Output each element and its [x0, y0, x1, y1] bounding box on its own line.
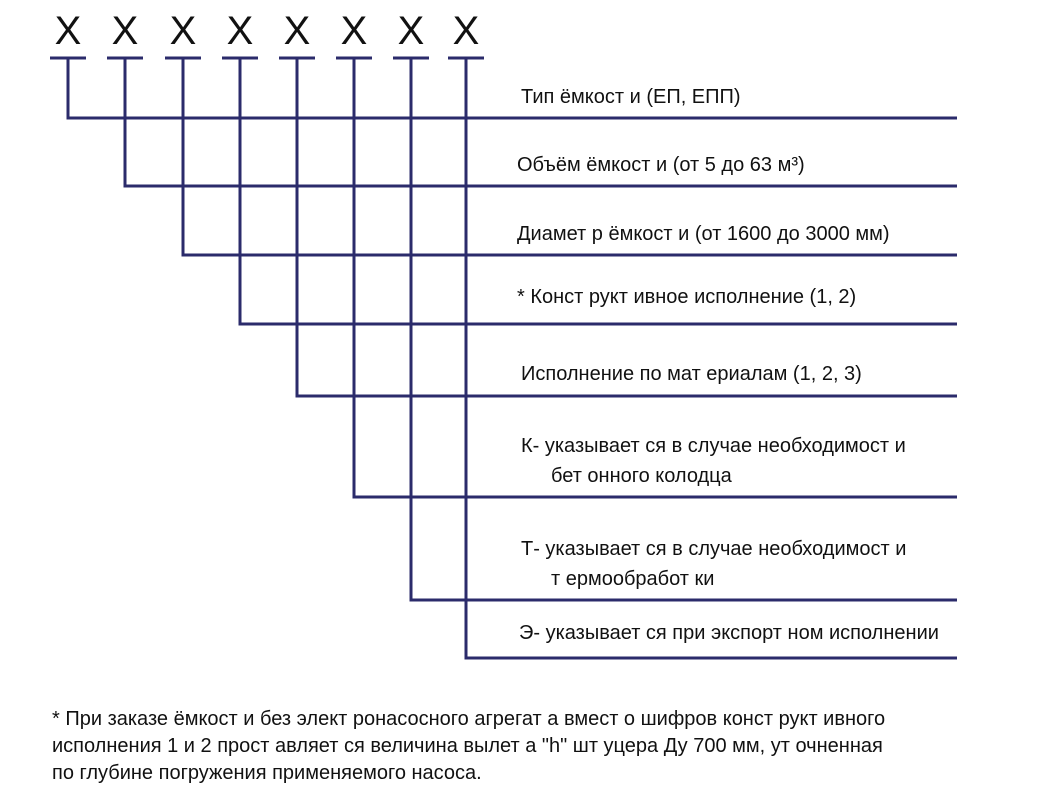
leader-line: [464, 58, 957, 660]
row-label: Диамет р ёмкост и (от 1600 до 3000 мм): [517, 223, 890, 245]
row-label: * Конст рукт ивное исполнение (1, 2): [517, 286, 856, 308]
footnote: * При заказе ёмкост и без элект ронасосн…: [52, 706, 1012, 787]
row-label: Исполнение по мат ериалам (1, 2, 3): [521, 363, 862, 385]
row-label: К- указывает ся в случае необходимост и: [521, 435, 906, 457]
leader-line: [66, 58, 957, 120]
row-labels: Тип ёмкост и (ЕП, ЕПП) Объём ёмкост и (от…: [517, 86, 939, 644]
code-letter: X: [341, 9, 368, 53]
row-label: Тип ёмкост и (ЕП, ЕПП): [521, 86, 741, 108]
footnote-line: * При заказе ёмкост и без элект ронасосн…: [52, 708, 886, 730]
leader-line: [238, 58, 957, 326]
leader-line: [352, 58, 957, 499]
leader-lines: [66, 58, 957, 660]
code-letter: X: [284, 9, 311, 53]
row-label: т ермообработ ки: [551, 568, 714, 590]
leader-line: [123, 58, 957, 188]
row-label: бет онного колодца: [551, 465, 733, 487]
leader-line: [181, 58, 957, 257]
code-letter: X: [112, 9, 139, 53]
code-letter: X: [398, 9, 425, 53]
row-label: Объём ёмкост и (от 5 до 63 м³): [517, 154, 805, 176]
leader-line: [409, 58, 957, 602]
row-label: Т- указывает ся в случае необходимост и: [521, 538, 906, 560]
footnote-line: исполнения 1 и 2 прост авляет ся величин…: [52, 735, 883, 757]
code-letter: X: [170, 9, 197, 53]
row-label: Э- указывает ся при экспорт ном исполнен…: [519, 622, 939, 644]
code-letter: X: [227, 9, 254, 53]
leader-line: [295, 58, 957, 398]
code-letter: X: [453, 9, 480, 53]
footnote-line: по глубине погружения применяемого насос…: [52, 762, 482, 784]
code-letter: X: [55, 9, 82, 53]
